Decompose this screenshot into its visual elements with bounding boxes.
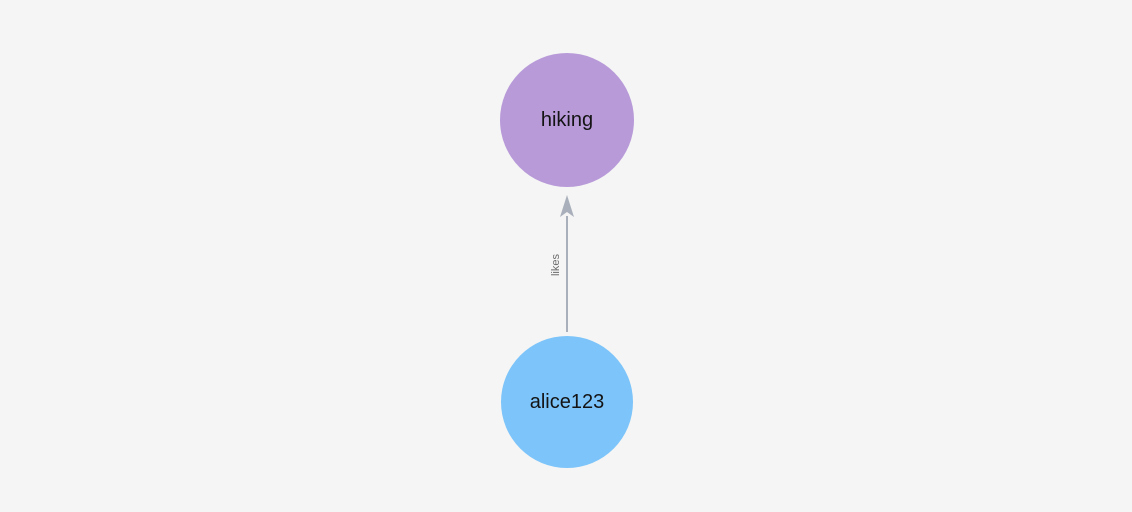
edge-arrowhead-icon bbox=[560, 195, 574, 217]
node-circle[interactable] bbox=[500, 53, 634, 187]
graph-node-alice123[interactable]: alice123 bbox=[501, 336, 633, 468]
node-circle[interactable] bbox=[501, 336, 633, 468]
graph-edge[interactable]: likes bbox=[550, 195, 574, 332]
edge-label: likes bbox=[550, 254, 562, 277]
graph-node-hiking[interactable]: hiking bbox=[500, 53, 634, 187]
edges-layer: likes bbox=[550, 195, 574, 332]
nodes-layer: hiking alice123 bbox=[500, 53, 634, 468]
